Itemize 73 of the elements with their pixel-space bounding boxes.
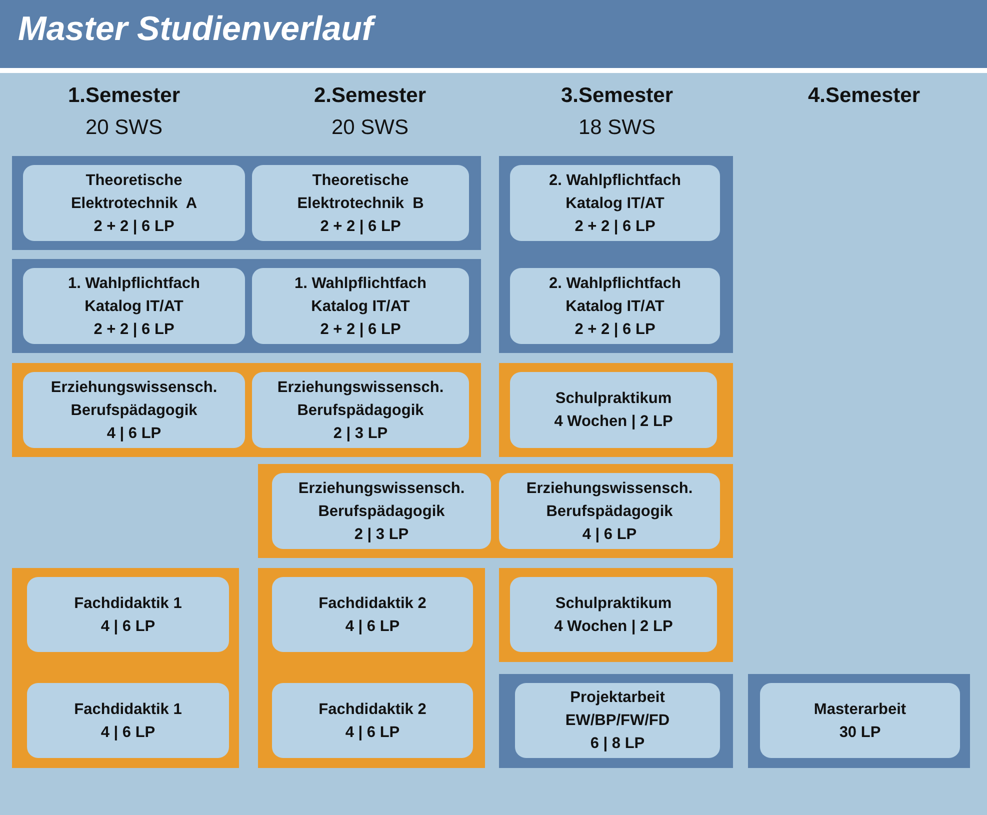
module-title: Theoretische Elektrotechnik A <box>70 170 198 214</box>
module-group-panel <box>258 568 485 768</box>
semester-heading: 4.Semester <box>806 84 922 108</box>
module-card <box>252 165 469 241</box>
module-card <box>499 473 720 549</box>
module-card <box>252 372 469 448</box>
module-group-panel <box>499 363 733 457</box>
module-title: Masterarbeit <box>814 700 906 720</box>
module-card <box>272 577 473 652</box>
credit-text: 2 | 3 LP <box>333 424 388 444</box>
credit-text: 4 | 6 LP <box>582 524 637 544</box>
module-group-panel <box>12 156 481 250</box>
module-group-panel <box>12 363 481 457</box>
module-card <box>23 372 245 448</box>
module-card <box>27 577 229 652</box>
module-title: Fachdidaktik 1 <box>74 594 182 614</box>
module-card <box>510 165 720 241</box>
module-card <box>272 683 473 758</box>
hours-text: 20 SWS <box>330 116 410 140</box>
module-title: Erziehungswissensch. Berufspädagogik <box>50 378 218 420</box>
credit-text: 2 + 2 | 6 LP <box>574 320 656 340</box>
credit-text: 2 | 3 LP <box>354 524 409 544</box>
module-title: Erziehungswissensch. Berufspädagogik <box>276 378 445 420</box>
semester-heading: 1.Semester <box>66 84 182 108</box>
module-title: Erziehungswissensch. Berufspädagogik <box>297 478 466 522</box>
module-card <box>23 165 245 241</box>
module-title: Fachdidaktik 2 <box>318 700 426 720</box>
module-card <box>510 268 720 344</box>
module-group-panel <box>748 674 970 768</box>
module-group-panel <box>258 464 733 558</box>
module-title: Schulpraktikum <box>555 594 672 614</box>
module-group-panel <box>12 259 481 353</box>
credit-text: 4 Wochen | 2 LP <box>554 616 673 636</box>
module-title: Schulpraktikum <box>555 389 672 409</box>
credit-text: 4 | 6 LP <box>345 722 400 742</box>
module-card <box>27 683 229 758</box>
module-title: 2. Wahlpflichtfach Katalog IT/AT <box>548 274 682 316</box>
module-card <box>515 683 720 758</box>
module-title: Fachdidaktik 1 <box>74 700 182 720</box>
credit-text: 4 | 6 LP <box>345 616 400 636</box>
module-title: Theoretische Elektrotechnik B <box>296 170 425 214</box>
credit-text: 4 | 6 LP <box>100 722 156 742</box>
module-title: Erziehungswissensch. Berufspädagogik <box>525 478 694 522</box>
credit-text: 2 + 2 | 6 LP <box>94 320 174 340</box>
credit-text: 4 Wochen | 2 LP <box>554 412 673 432</box>
hours-text: 18 SWS <box>577 116 657 140</box>
credit-text: 4 | 6 LP <box>106 424 162 444</box>
module-card <box>272 473 491 549</box>
page-title: Master Studienverlauf <box>18 10 374 49</box>
module-title: 1. Wahlpflichtfach Katalog IT/AT <box>293 274 428 316</box>
module-card <box>760 683 960 758</box>
credit-text: 4 | 6 LP <box>100 616 156 636</box>
module-title: Projektarbeit EW/BP/FW/FD <box>564 688 671 731</box>
credit-text: 30 LP <box>839 722 881 742</box>
module-title: 1. Wahlpflichtfach Katalog IT/AT <box>66 274 202 316</box>
credit-text: 2 + 2 | 6 LP <box>94 216 174 236</box>
semester-heading: 2.Semester <box>312 84 428 108</box>
semester-heading: 3.Semester <box>560 84 674 108</box>
hours-text: 20 SWS <box>84 116 164 140</box>
module-group-panel <box>12 568 239 768</box>
module-group-panel <box>499 156 733 353</box>
credit-text: 2 + 2 | 6 LP <box>320 320 401 340</box>
credit-text: 2 + 2 | 6 LP <box>574 216 656 236</box>
module-title: 2. Wahlpflichtfach Katalog IT/AT <box>548 170 682 214</box>
module-group-panel <box>499 568 733 662</box>
module-group-panel <box>499 674 733 768</box>
module-card <box>510 577 717 652</box>
module-title: Fachdidaktik 2 <box>318 594 426 614</box>
credit-text: 2 + 2 | 6 LP <box>320 216 401 236</box>
credit-text: 6 | 8 LP <box>590 734 645 754</box>
module-card <box>510 372 717 448</box>
module-card <box>252 268 469 344</box>
module-card <box>23 268 245 344</box>
